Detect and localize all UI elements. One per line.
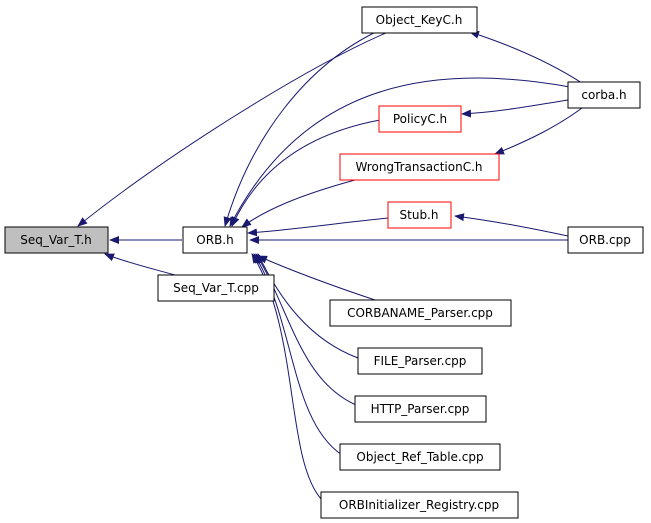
node-file-parser-cpp[interactable]: FILE_Parser.cpp bbox=[357, 347, 483, 375]
node-box bbox=[320, 491, 519, 519]
edge-object-keyc-h-to-orb-h bbox=[223, 29, 381, 227]
node-box bbox=[361, 6, 478, 34]
node-corbaname-parser-cpp[interactable]: CORBANAME_Parser.cpp bbox=[329, 299, 512, 327]
node-box bbox=[567, 226, 644, 254]
node-orb-cpp[interactable]: ORB.cpp bbox=[567, 226, 644, 254]
node-box bbox=[182, 226, 248, 254]
node-box bbox=[378, 105, 462, 133]
node-seq-var-t-cpp[interactable]: Seq_Var_T.cpp bbox=[157, 274, 275, 302]
node-label: Seq_Var_T.cpp bbox=[173, 281, 259, 295]
edge-policyc-h-to-orb-h bbox=[231, 119, 381, 227]
node-label: Seq_Var_T.h bbox=[20, 233, 92, 247]
node-label: Object_Ref_Table.cpp bbox=[356, 450, 483, 464]
node-label: HTTP_Parser.cpp bbox=[371, 402, 470, 416]
node-box bbox=[567, 81, 641, 109]
node-orbinitializer-registry-cpp[interactable]: ORBInitializer_Registry.cpp bbox=[320, 491, 519, 519]
node-policyc-h[interactable]: PolicyC.h bbox=[378, 105, 462, 133]
node-object-ref-table-cpp[interactable]: Object_Ref_Table.cpp bbox=[339, 443, 501, 471]
node-box bbox=[339, 153, 500, 181]
node-label: WrongTransactionC.h bbox=[355, 160, 482, 174]
edge-object-keyc-h-to-seq-var-t-h bbox=[77, 31, 389, 227]
node-box bbox=[387, 201, 452, 229]
node-label: ORB.h bbox=[196, 233, 233, 247]
node-label: Object_KeyC.h bbox=[376, 13, 463, 27]
node-object-keyc-h[interactable]: Object_KeyC.h bbox=[361, 6, 478, 34]
node-box bbox=[357, 347, 483, 375]
edge-seq-var-t-cpp-to-seq-var-t-h bbox=[104, 253, 176, 276]
node-wrongtransactionc-h[interactable]: WrongTransactionC.h bbox=[339, 153, 500, 181]
edge-wrongtransactionc-h-to-orb-h bbox=[241, 179, 356, 228]
edge-corba-h-to-object-keyc-h bbox=[469, 30, 586, 86]
node-box bbox=[329, 299, 512, 327]
edge-corba-h-to-policyc-h bbox=[461, 99, 569, 118]
node-corba-h[interactable]: corba.h bbox=[567, 81, 641, 109]
edge-stub-h-to-orb-h bbox=[247, 217, 389, 237]
edge-orb-cpp-to-stub-h bbox=[454, 213, 569, 237]
node-box bbox=[339, 443, 501, 471]
node-label: Stub.h bbox=[400, 208, 439, 222]
edges bbox=[77, 29, 587, 501]
node-label: ORBInitializer_Registry.cpp bbox=[339, 498, 499, 512]
edge-file-parser-cpp-to-orb-h bbox=[257, 253, 359, 359]
node-orb-h[interactable]: ORB.h bbox=[182, 226, 248, 254]
node-stub-h[interactable]: Stub.h bbox=[387, 201, 452, 229]
node-label: ORB.cpp bbox=[579, 233, 631, 247]
node-box bbox=[4, 226, 109, 254]
node-label: CORBANAME_Parser.cpp bbox=[347, 306, 493, 320]
node-box bbox=[157, 274, 275, 302]
node-box bbox=[354, 395, 487, 423]
node-label: PolicyC.h bbox=[393, 112, 447, 126]
edge-corba-h-to-orb-h bbox=[229, 77, 571, 227]
node-label: corba.h bbox=[581, 88, 626, 102]
node-label: FILE_Parser.cpp bbox=[374, 354, 467, 368]
node-http-parser-cpp[interactable]: HTTP_Parser.cpp bbox=[354, 395, 487, 423]
node-seq-var-t-h[interactable]: Seq_Var_T.h bbox=[4, 226, 109, 254]
edge-corba-h-to-wrongtransactionc-h bbox=[494, 104, 587, 155]
edge-corbaname-parser-cpp-to-orb-h bbox=[257, 255, 376, 301]
